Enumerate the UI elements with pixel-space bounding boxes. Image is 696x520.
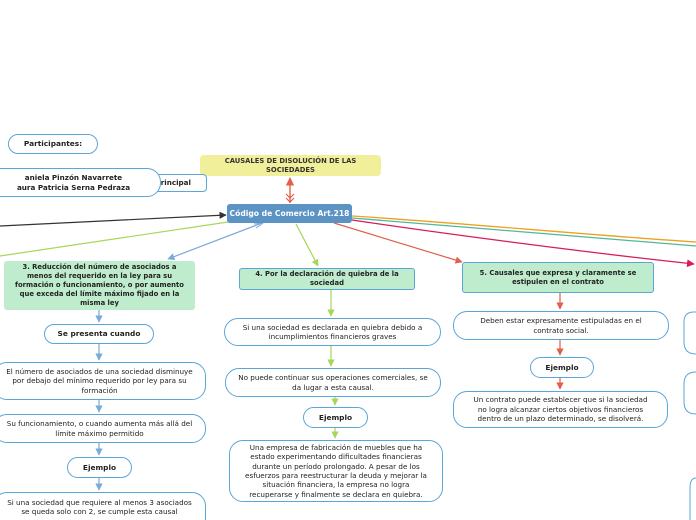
main-topic[interactable]: Código de Comercio Art.218 <box>227 204 352 223</box>
link-branch4 <box>295 223 319 267</box>
offscreen-node-2 <box>683 371 696 415</box>
branch3-item1[interactable]: El número de asociados de una sociedad d… <box>0 362 206 400</box>
branch5-item1[interactable]: Deben estar expresamente estipuladas en … <box>453 311 669 340</box>
link-right-teal <box>351 217 696 247</box>
map-title[interactable]: CAUSALES DE DISOLUCIÓN DE LAS SOCIEDADES <box>200 155 381 176</box>
link-left-dark <box>0 211 227 227</box>
branch4-heading[interactable]: 4. Por la declaración de quiebra de la s… <box>239 268 415 290</box>
map-title-text: CAUSALES DE DISOLUCIÓN DE LAS SOCIEDADES <box>224 156 357 174</box>
branch4-example-text[interactable]: Una empresa de fabricación de muebles qu… <box>229 440 443 502</box>
chevron-marker <box>285 193 295 203</box>
branch3-example-label[interactable]: Ejemplo <box>67 457 132 478</box>
branch5-example-label[interactable]: Ejemplo <box>530 357 594 378</box>
branch3-example-text[interactable]: Si una sociedad que requiere al menos 3 … <box>0 492 206 520</box>
participants-names[interactable]: aniela Pinzón Navarrete aura Patricia Se… <box>0 168 161 197</box>
branch3-sub[interactable]: Se presenta cuando <box>44 324 154 344</box>
branch4-item2[interactable]: No puede continuar sus operaciones comer… <box>225 368 441 397</box>
offscreen-node-1 <box>683 311 696 355</box>
offscreen-node-3 <box>689 477 696 520</box>
branch4-item1[interactable]: Si una sociedad es declarada en quiebra … <box>224 318 441 346</box>
branch3-item2[interactable]: Su funcionamiento, o cuando aumenta más … <box>0 414 206 443</box>
link-branch3-head <box>253 222 265 229</box>
link-branch5 <box>333 222 463 264</box>
branch5-heading[interactable]: 5. Causales que expresa y claramente se … <box>462 262 654 293</box>
participants-label[interactable]: Participantes: <box>8 134 98 154</box>
link-right-orange <box>351 215 696 243</box>
branch3-heading[interactable]: 3. Reducción del número de asociados a m… <box>4 261 195 310</box>
link-left-green <box>0 221 229 257</box>
link-right-crimson <box>351 219 695 268</box>
branch4-example-label[interactable]: Ejemplo <box>303 407 368 428</box>
branch5-example-text[interactable]: Un contrato puede establecer que si la s… <box>453 391 668 428</box>
link-branch3 <box>167 222 263 261</box>
